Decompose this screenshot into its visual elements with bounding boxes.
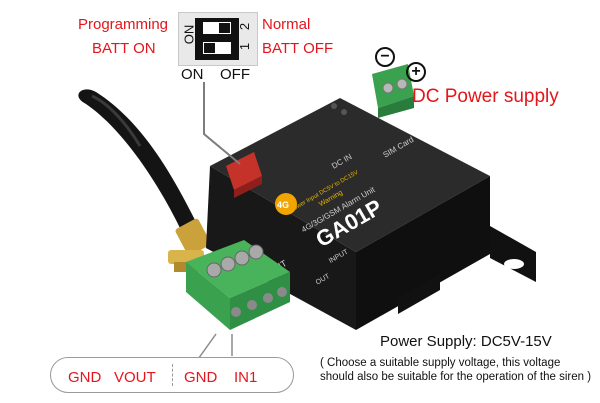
- label-normal: Normal: [262, 16, 311, 33]
- label-batt-off: BATT OFF: [262, 40, 334, 57]
- pin-gnd-1: GND: [68, 369, 102, 386]
- device-dip-switch: [226, 152, 262, 198]
- power-supply-note: ( Choose a suitable supply voltage, this…: [320, 357, 592, 383]
- svg-text:4G: 4G: [277, 200, 289, 210]
- antenna: [78, 89, 211, 272]
- dip-switch-diagram: ON 2 1: [178, 12, 258, 66]
- pin-vout: VOUT: [114, 369, 156, 386]
- plus-icon: +: [406, 62, 426, 82]
- minus-icon: −: [375, 47, 395, 67]
- pin-terminal-block: [186, 240, 290, 330]
- label-programming: Programming: [78, 16, 169, 33]
- dip-switch-lever-1: [204, 43, 215, 53]
- switch-leader-line: [203, 82, 241, 165]
- device-body: [206, 98, 536, 330]
- badge-4g: 4G: [275, 193, 297, 215]
- dip-switch-face-1: 1: [237, 42, 253, 51]
- label-dc-power-supply: DC Power supply: [412, 86, 559, 107]
- dc-terminal-block: [372, 64, 414, 118]
- label-batt-on: BATT ON: [92, 40, 156, 57]
- dip-switch-face-2: 2: [237, 22, 253, 31]
- dip-switch-face-on: ON: [181, 24, 197, 45]
- pin-gnd-2: GND: [184, 369, 218, 386]
- pin-in1: IN1: [234, 369, 258, 386]
- pin-legend-divider: [172, 364, 173, 386]
- label-off: OFF: [220, 66, 250, 83]
- dip-switch-lever-2: [219, 23, 230, 33]
- power-supply-spec: Power Supply: DC5V-15V: [380, 333, 552, 350]
- label-on: ON: [181, 66, 204, 83]
